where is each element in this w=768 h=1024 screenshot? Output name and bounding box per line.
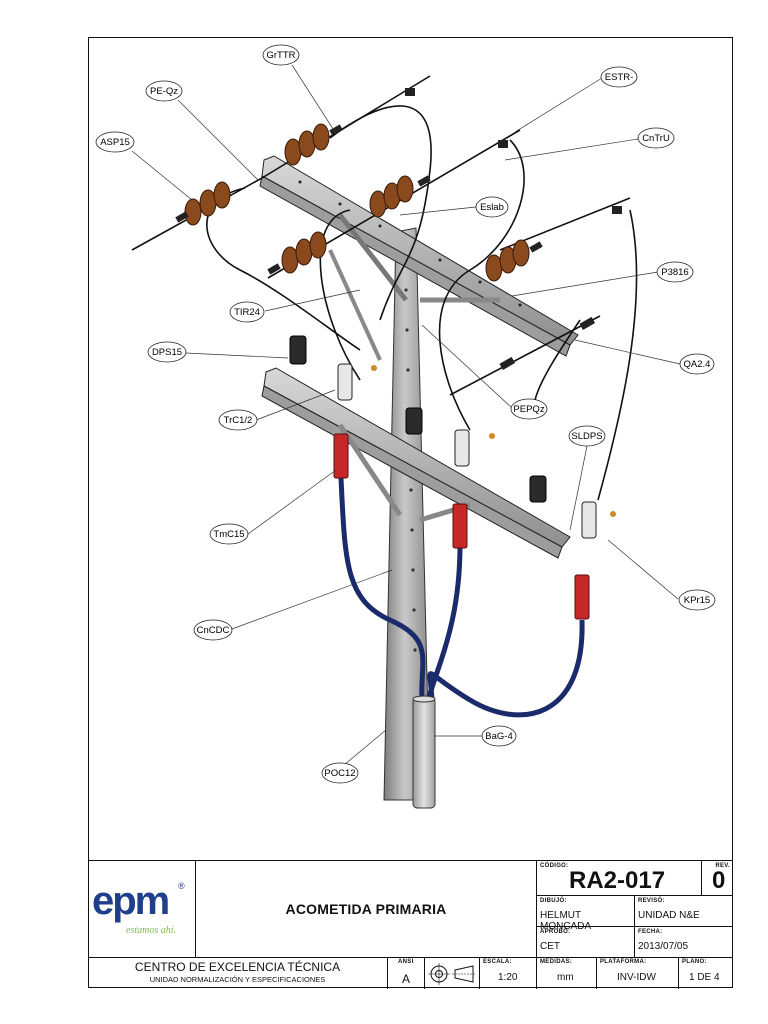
callout-sldps: SLDPS	[568, 425, 606, 447]
projection-symbol-cell	[425, 957, 480, 989]
upper-crossarm	[259, 155, 579, 361]
callout-qa24: QA2.4	[679, 353, 715, 375]
callout-kpr15: KPr15	[678, 589, 716, 611]
reviso-value: UNIDAD N&E	[638, 910, 700, 921]
center-cell: CENTRO DE EXCELENCIA TÉCNICA UNIDAD NORM…	[88, 957, 388, 989]
callout-p3816: P3816	[656, 261, 694, 283]
clamps-hardware	[175, 88, 622, 370]
epm-logo: epm	[92, 879, 170, 923]
codigo-value: RA2-017	[569, 867, 666, 894]
callout-dps15: DPS15	[147, 341, 187, 363]
svg-text:SLDPS: SLDPS	[571, 431, 602, 442]
svg-text:DPS15: DPS15	[152, 347, 182, 358]
plataforma-cell: PLATAFORMA: INV-IDW	[597, 957, 679, 989]
reviso-label: REVISÓ:	[638, 898, 665, 904]
callout-eslab: Eslab	[475, 196, 509, 218]
reviso-cell: REVISÓ: UNIDAD N&E	[635, 896, 733, 927]
codigo-cell: CÓDIGO: RA2-017	[537, 861, 702, 896]
plano-value: 1 DE 4	[689, 972, 720, 983]
callout-labels: GrTTR PE-Qz ASP15 ESTR- CnTrU Eslab P381…	[95, 44, 716, 784]
ansi-label: ANSI	[398, 959, 414, 965]
aprobo-cell: APROBÓ: CET	[537, 927, 635, 957]
rev-label: REV.	[715, 863, 730, 869]
escala-cell: ESCALA: 1:20	[480, 957, 537, 989]
callout-poc12: POC12	[321, 762, 359, 784]
callout-pe-qz: PE-Qz	[145, 80, 183, 102]
callout-cncdc: CnCDC	[193, 619, 233, 641]
fecha-value: 2013/07/05	[638, 941, 689, 952]
plataforma-value: INV-IDW	[617, 972, 656, 983]
medidas-cell: MEDIDAS: mm	[537, 957, 597, 989]
cable-terminations	[333, 433, 590, 620]
callout-bag4: BaG-4	[481, 725, 517, 747]
drawing-title: ACOMETIDA PRIMARIA	[285, 901, 447, 917]
svg-text:P3816: P3816	[661, 267, 688, 278]
escala-label: ESCALA:	[483, 959, 512, 965]
callout-cntru: CnTrU	[637, 127, 675, 149]
aprobo-value: CET	[540, 941, 560, 952]
cable-guard-sleeve	[412, 695, 436, 809]
rev-value: 0	[712, 867, 726, 894]
title-block: epm ® estamos ahí. ACOMETIDA PRIMARIA CÓ…	[88, 860, 733, 989]
dibujo-value: HELMUT MONCADA	[540, 910, 592, 932]
svg-text:KPr15: KPr15	[684, 595, 710, 606]
svg-text:QA2.4: QA2.4	[684, 359, 711, 370]
logo-registered: ®	[178, 881, 185, 891]
medidas-label: MEDIDAS:	[540, 959, 573, 965]
svg-text:CnCDC: CnCDC	[197, 625, 230, 636]
drawing-title-cell: ACOMETIDA PRIMARIA	[196, 861, 537, 957]
logo-cell: epm ® estamos ahí.	[88, 861, 196, 957]
drawing-frame	[88, 37, 733, 988]
svg-text:POC12: POC12	[324, 768, 355, 779]
svg-text:CnTrU: CnTrU	[642, 133, 670, 144]
svg-text:PE-Qz: PE-Qz	[150, 86, 178, 97]
medidas-value: mm	[557, 972, 574, 983]
callout-asp15: ASP15	[95, 131, 135, 153]
svg-text:GrTTR: GrTTR	[266, 50, 295, 61]
leader-lines	[131, 64, 681, 766]
svg-text:TmC15: TmC15	[213, 529, 244, 540]
dibujo-label: DIBUJÓ:	[540, 898, 567, 904]
fecha-label: FECHA:	[638, 929, 663, 935]
cutouts-arresters	[289, 335, 616, 539]
svg-text:ESTR-: ESTR-	[605, 72, 634, 83]
plano-cell: PLANO: 1 DE 4	[679, 957, 733, 989]
logo-slogan: estamos ahí.	[126, 925, 176, 936]
insulated-cables	[338, 477, 585, 718]
svg-text:ASP15: ASP15	[100, 137, 130, 148]
codigo-label: CÓDIGO:	[540, 863, 569, 869]
callout-estr: ESTR-	[600, 66, 638, 88]
svg-text:TrC1/2: TrC1/2	[224, 415, 253, 426]
callout-tmc15: TmC15	[209, 523, 249, 545]
ansi-cell: ANSI A	[388, 957, 425, 989]
center-name: CENTRO DE EXCELENCIA TÉCNICA	[134, 960, 341, 974]
suspension-insulators	[184, 123, 530, 282]
callout-tir24: TIR24	[229, 301, 265, 323]
dibujo-cell: DIBUJÓ: HELMUT MONCADA	[537, 896, 635, 932]
callout-pepqz: PEPQz	[510, 398, 548, 420]
rev-cell: REV. 0	[702, 861, 733, 896]
lower-crossarm	[261, 367, 571, 559]
plataforma-label: PLATAFORMA:	[600, 959, 647, 965]
svg-text:Eslab: Eslab	[480, 202, 504, 213]
aprobo-label: APROBÓ:	[540, 929, 571, 935]
third-angle-projection-icon	[428, 963, 476, 985]
center-unit: UNIDAD NORMALIZACIÓN Y ESPECIFICACIONES	[149, 975, 326, 984]
plano-label: PLANO:	[682, 959, 707, 965]
callout-grttr: GrTTR	[262, 44, 300, 66]
ansi-value: A	[402, 972, 411, 986]
svg-text:TIR24: TIR24	[234, 307, 260, 318]
escala-value: 1:20	[498, 972, 518, 983]
fecha-cell: FECHA: 2013/07/05	[635, 927, 733, 957]
svg-text:BaG-4: BaG-4	[485, 731, 512, 742]
callout-trc12: TrC1/2	[218, 409, 258, 431]
svg-text:PEPQz: PEPQz	[513, 404, 544, 415]
